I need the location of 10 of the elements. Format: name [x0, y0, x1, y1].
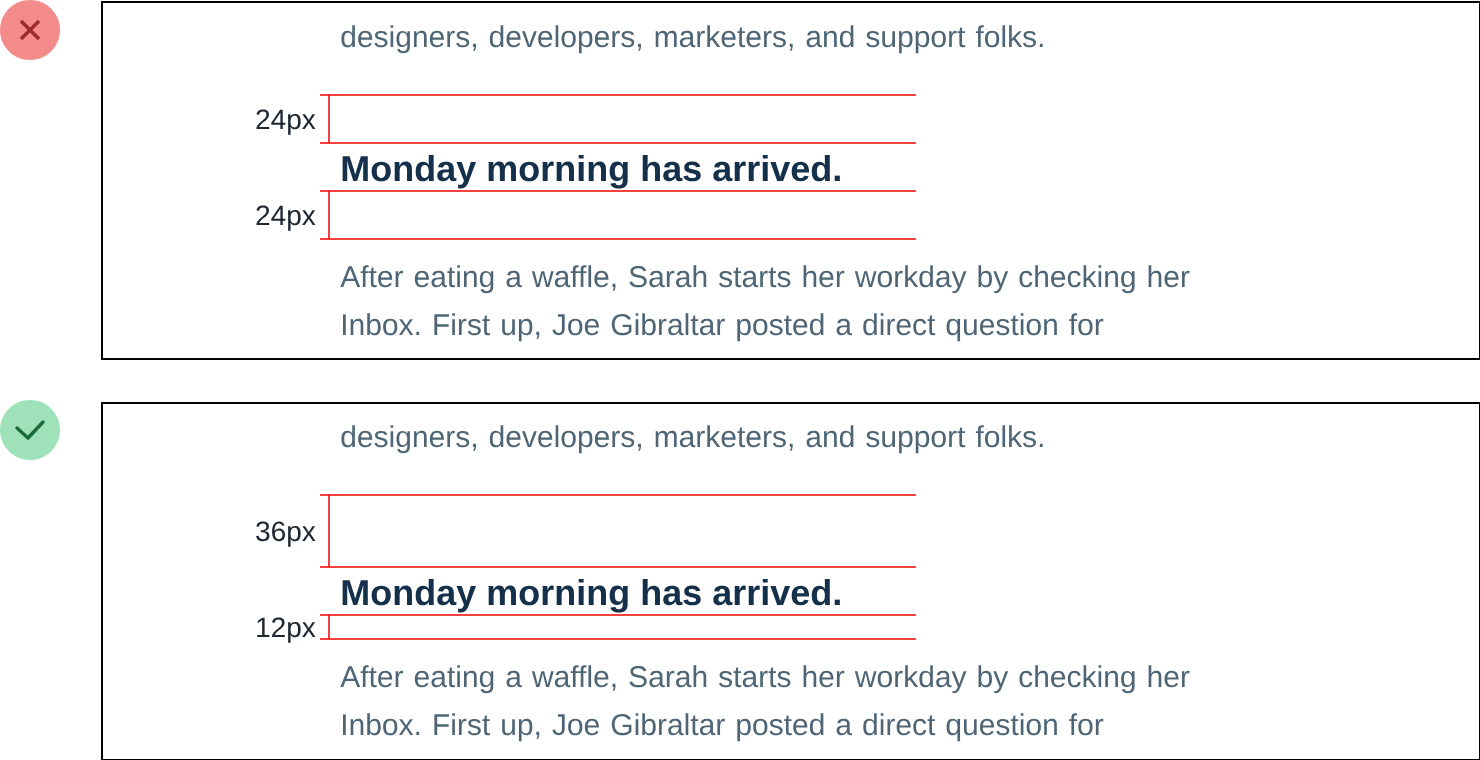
dimension-label: 12px: [257, 617, 316, 643]
heading: Monday morning has arrived.: [342, 578, 840, 613]
paragraph: After eating a waffle, Sarah starts her workday by checking her Inbox. First up, Joe Gibraltar posted a direct question for: [340, 665, 1190, 742]
paragraph: designers, developers, marketers, and support folks.: [341, 425, 1043, 454]
dimension-label: 24px: [256, 205, 316, 231]
paragraph: designers, developers, marketers, and support folks.: [341, 25, 1043, 54]
dimension-label: 24px: [256, 109, 316, 135]
paragraph: After eating a waffle, Sarah starts her workday by checking her Inbox. First up, Joe Gibraltar posted a direct question for: [340, 265, 1190, 342]
dimension-label: 36px: [256, 521, 316, 547]
heading: Monday morning has arrived.: [342, 154, 840, 189]
